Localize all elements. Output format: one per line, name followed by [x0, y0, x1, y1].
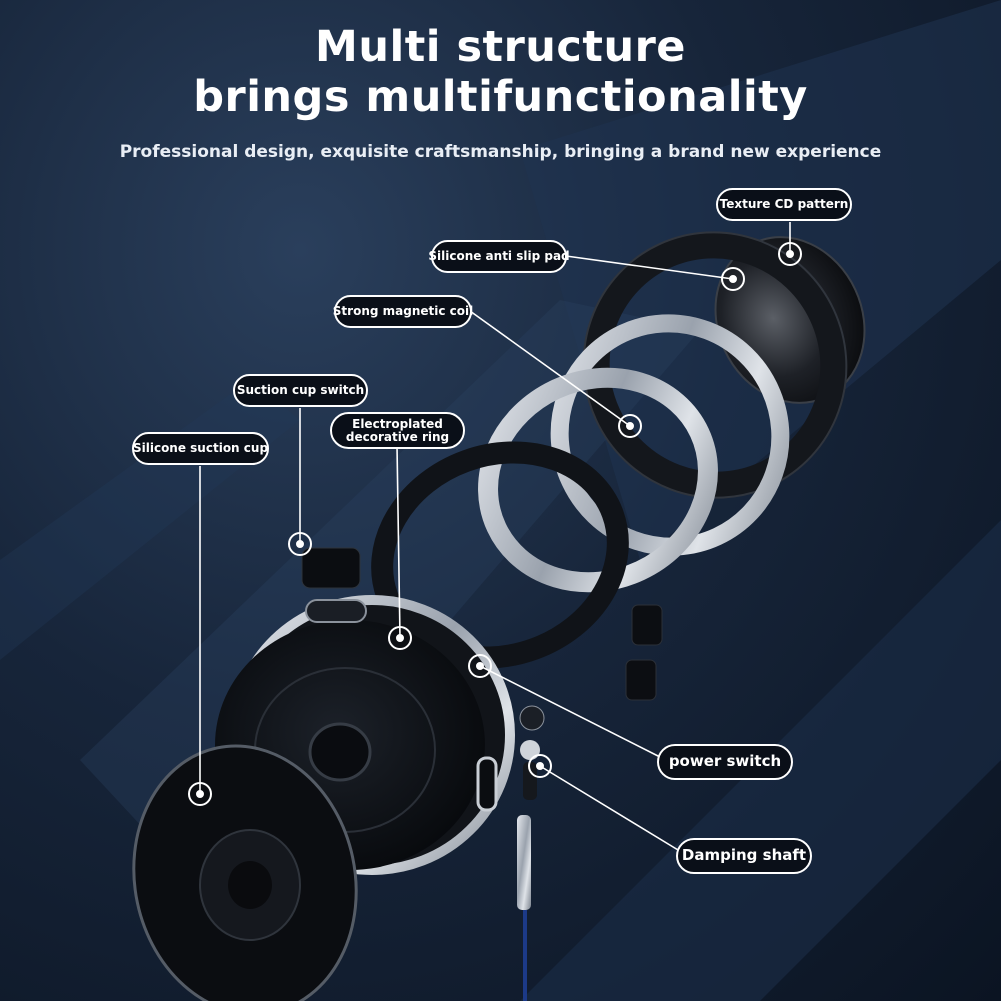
electroplated-ring [478, 367, 718, 593]
label-power-switch: power switch [657, 744, 793, 780]
label-strong-magnetic-coil: Strong magnetic coil [333, 295, 473, 328]
title-line-1: Multi structure [315, 22, 686, 72]
suction-cup [132, 744, 358, 1001]
label-silicone-anti-slip-pad: Silicone anti slip pad [428, 240, 570, 273]
label-electroplated-decorative-ring: Electroplated decorative ring [330, 412, 465, 449]
label-texture-cd-pattern: Texture CD pattern [716, 188, 852, 221]
magnetic-coil-ring [550, 314, 790, 556]
dot-anti-slip [721, 267, 745, 291]
callout-dots [188, 242, 802, 806]
subtitle: Professional design, exquisite craftsman… [119, 142, 882, 162]
label-suction-cup-switch: Suction cup switch [233, 374, 368, 407]
dot-electroplated [388, 626, 412, 650]
dot-magnetic-coil [618, 414, 642, 438]
label-electroplated-line-1: Electroplated [352, 416, 443, 431]
dot-texture-cd [778, 242, 802, 266]
label-electroplated-line-2: decorative ring [345, 429, 450, 444]
dot-power-switch [468, 654, 492, 678]
damping-shaft-parts [517, 705, 545, 1001]
mount-pins [301, 547, 663, 701]
leader-lines [199, 222, 791, 854]
label-silicone-suction-cup: Silicone suction cup [132, 432, 269, 465]
dot-damping-shaft [528, 754, 552, 778]
label-damping-shaft: Damping shaft [676, 838, 812, 874]
dot-suction-cup [188, 782, 212, 806]
title-line-2: brings multifunctionality [193, 72, 808, 122]
dot-suction-switch [288, 532, 312, 556]
